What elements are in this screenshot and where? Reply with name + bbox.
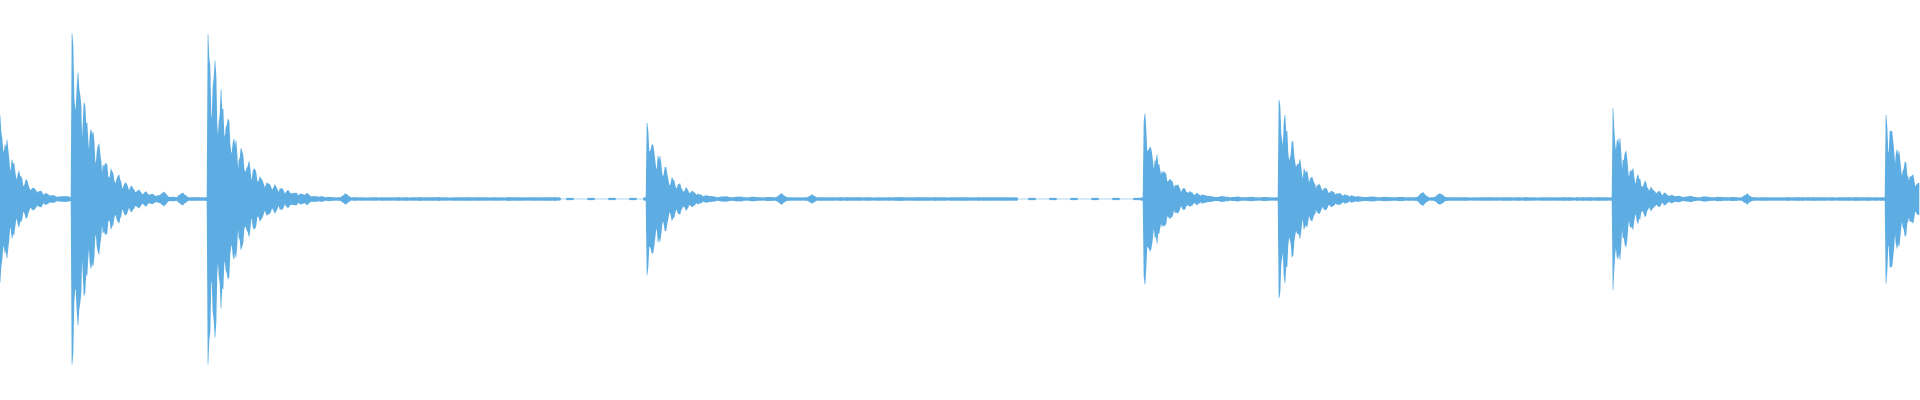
waveform-trace [0, 33, 1920, 365]
